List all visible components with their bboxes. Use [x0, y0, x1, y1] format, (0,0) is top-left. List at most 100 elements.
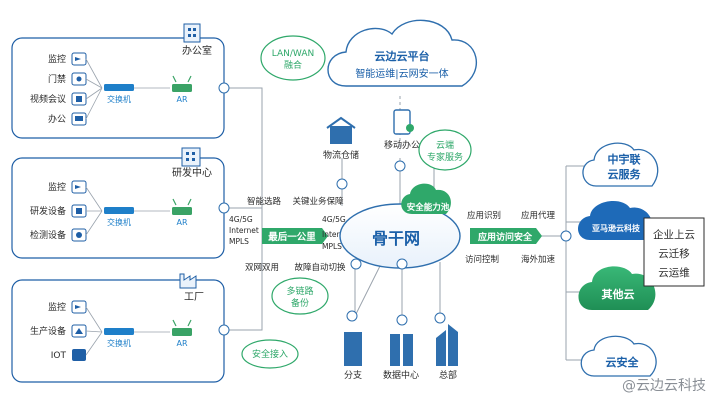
switch-icon [104, 84, 134, 91]
right-access-mpls: MPLS [322, 242, 342, 251]
aws-label: 亚马逊云科技 [592, 223, 641, 233]
cloud-security-label: 云安全 [606, 355, 640, 369]
left-access-4g: 4G/5G [229, 215, 253, 224]
hq-node: 总部 [436, 324, 458, 381]
rnd-device-label: 检测设备 [30, 229, 66, 241]
rnd-device-label: 监控 [48, 181, 66, 193]
left-access-internet: Internet [229, 226, 259, 235]
security-pool-label: 安全能力池 [407, 202, 450, 213]
multi-link-line2: 备份 [291, 297, 309, 309]
node-dot [350, 258, 362, 270]
node-dot [346, 310, 358, 322]
cloud-security: 云安全 [580, 335, 657, 377]
node-dot [218, 82, 230, 94]
office-device-label: 视频会议 [30, 93, 66, 105]
watermark: @云边云科技 [622, 378, 706, 394]
warehouse-icon [330, 126, 352, 144]
logistics-node: 物流仓储 [323, 116, 359, 161]
factory-icon [179, 273, 197, 289]
smart-route-label: 智能选路 [247, 196, 282, 207]
security-pool-cloud [401, 183, 451, 214]
node-dot [218, 324, 230, 336]
app-access-tag: 应用访问安全 [470, 228, 542, 244]
datacenter-node: 数据中心 [383, 334, 419, 381]
branch-node: 分支 [344, 332, 362, 381]
switch-icon [104, 207, 134, 214]
app-proxy-label: 应用代理 [521, 210, 556, 221]
secure-access-label: 安全接入 [252, 348, 288, 360]
enterprise-line2: 云迁移 [658, 247, 690, 260]
cloud-expert-line1: 云端 [436, 139, 454, 151]
key-service-label: 关键业务保障 [292, 196, 344, 207]
enterprise-line3: 云运维 [658, 266, 690, 279]
node-dot [218, 202, 230, 214]
office-title: 办公室 [182, 44, 212, 57]
office-device-label: 监控 [48, 53, 66, 65]
factory-device-label: IOT [51, 351, 67, 361]
node-dot [434, 312, 446, 324]
app-access-label: 应用访问安全 [478, 231, 533, 243]
rnd-router-label: AR [176, 218, 187, 227]
office-building-icon [183, 23, 201, 43]
secure-access-bubble: 安全接入 [241, 339, 299, 369]
other-cloud-label: 其他云 [602, 287, 635, 301]
switch-icon [104, 328, 134, 335]
branch-label: 分支 [344, 369, 362, 381]
logistics-label: 物流仓储 [323, 149, 359, 161]
enterprise-services-box: 企业上云 云迁移 云运维 [643, 217, 705, 287]
aws-cloud: 亚马逊云科技 [578, 201, 653, 240]
branch-building-icon [344, 332, 362, 366]
office-device-label: 办公 [48, 113, 66, 125]
last-mile-label: 最后一公里 [268, 231, 316, 243]
node-dot [560, 230, 572, 242]
multi-link-line1: 多链路 [286, 285, 313, 297]
node-dot [396, 258, 408, 270]
cloud-platform: 云边云平台 智能运维|云网安一体 [327, 19, 478, 87]
last-mile-tag: 最后一公里 [262, 228, 328, 244]
lan-wan-line2: 融合 [284, 59, 302, 71]
office-switch-label: 交换机 [107, 94, 131, 104]
cloud-expert-line2: 专家服务 [427, 151, 463, 163]
factory-switch-label: 交换机 [107, 338, 131, 348]
site-rnd: 研发中心 监控 研发设备 检测设备 交换机 AR [11, 147, 225, 259]
right-access-4g: 4G/5G [322, 215, 346, 224]
hq-label: 总部 [439, 369, 457, 381]
office-router-label: AR [176, 95, 187, 104]
other-cloud: 其他云 [578, 266, 656, 310]
hq-building-icon [436, 324, 458, 366]
factory-title: 工厂 [184, 292, 204, 303]
router-icon [172, 319, 192, 336]
factory-device-label: 监控 [48, 301, 66, 313]
access-control-label: 访问控制 [465, 254, 499, 265]
lan-wan-bubble: LAN/WAN 融合 [260, 35, 326, 81]
backbone: 骨干网 安全能力池 [339, 183, 461, 269]
zhongyulian-line2: 云服务 [608, 167, 642, 181]
node-dot [394, 160, 406, 172]
right-access-internet: Internet [322, 230, 352, 239]
mobile-label: 移动办公 [384, 139, 420, 151]
rnd-switch-label: 交换机 [107, 217, 131, 227]
datacenter-label: 数据中心 [383, 369, 419, 381]
cloud-platform-subtitle: 智能运维|云网安一体 [355, 67, 448, 80]
server-rack-icon [390, 334, 400, 366]
overseas-label: 海外加速 [521, 254, 556, 265]
mobile-node: 移动办公 [384, 109, 420, 151]
backbone-label: 骨干网 [372, 229, 420, 248]
left-access-mpls: MPLS [229, 237, 249, 246]
iot-icon [72, 349, 86, 361]
zhongyulian-line1: 中宇联 [608, 152, 641, 166]
fault-switch-label: 故障自动切换 [294, 262, 346, 273]
rnd-building-icon [181, 147, 201, 167]
cloud-platform-title: 云边云平台 [375, 49, 430, 63]
multi-link-bubble: 多链路 备份 [271, 277, 329, 315]
rnd-device-label: 研发设备 [30, 205, 66, 217]
router-icon [172, 198, 192, 215]
lan-wan-line1: LAN/WAN [272, 49, 314, 59]
network-nodes [218, 82, 572, 336]
factory-device-label: 生产设备 [30, 325, 66, 337]
node-dot [336, 178, 348, 190]
router-icon [172, 75, 192, 92]
node-dot [396, 314, 408, 326]
enterprise-line1: 企业上云 [653, 228, 695, 241]
